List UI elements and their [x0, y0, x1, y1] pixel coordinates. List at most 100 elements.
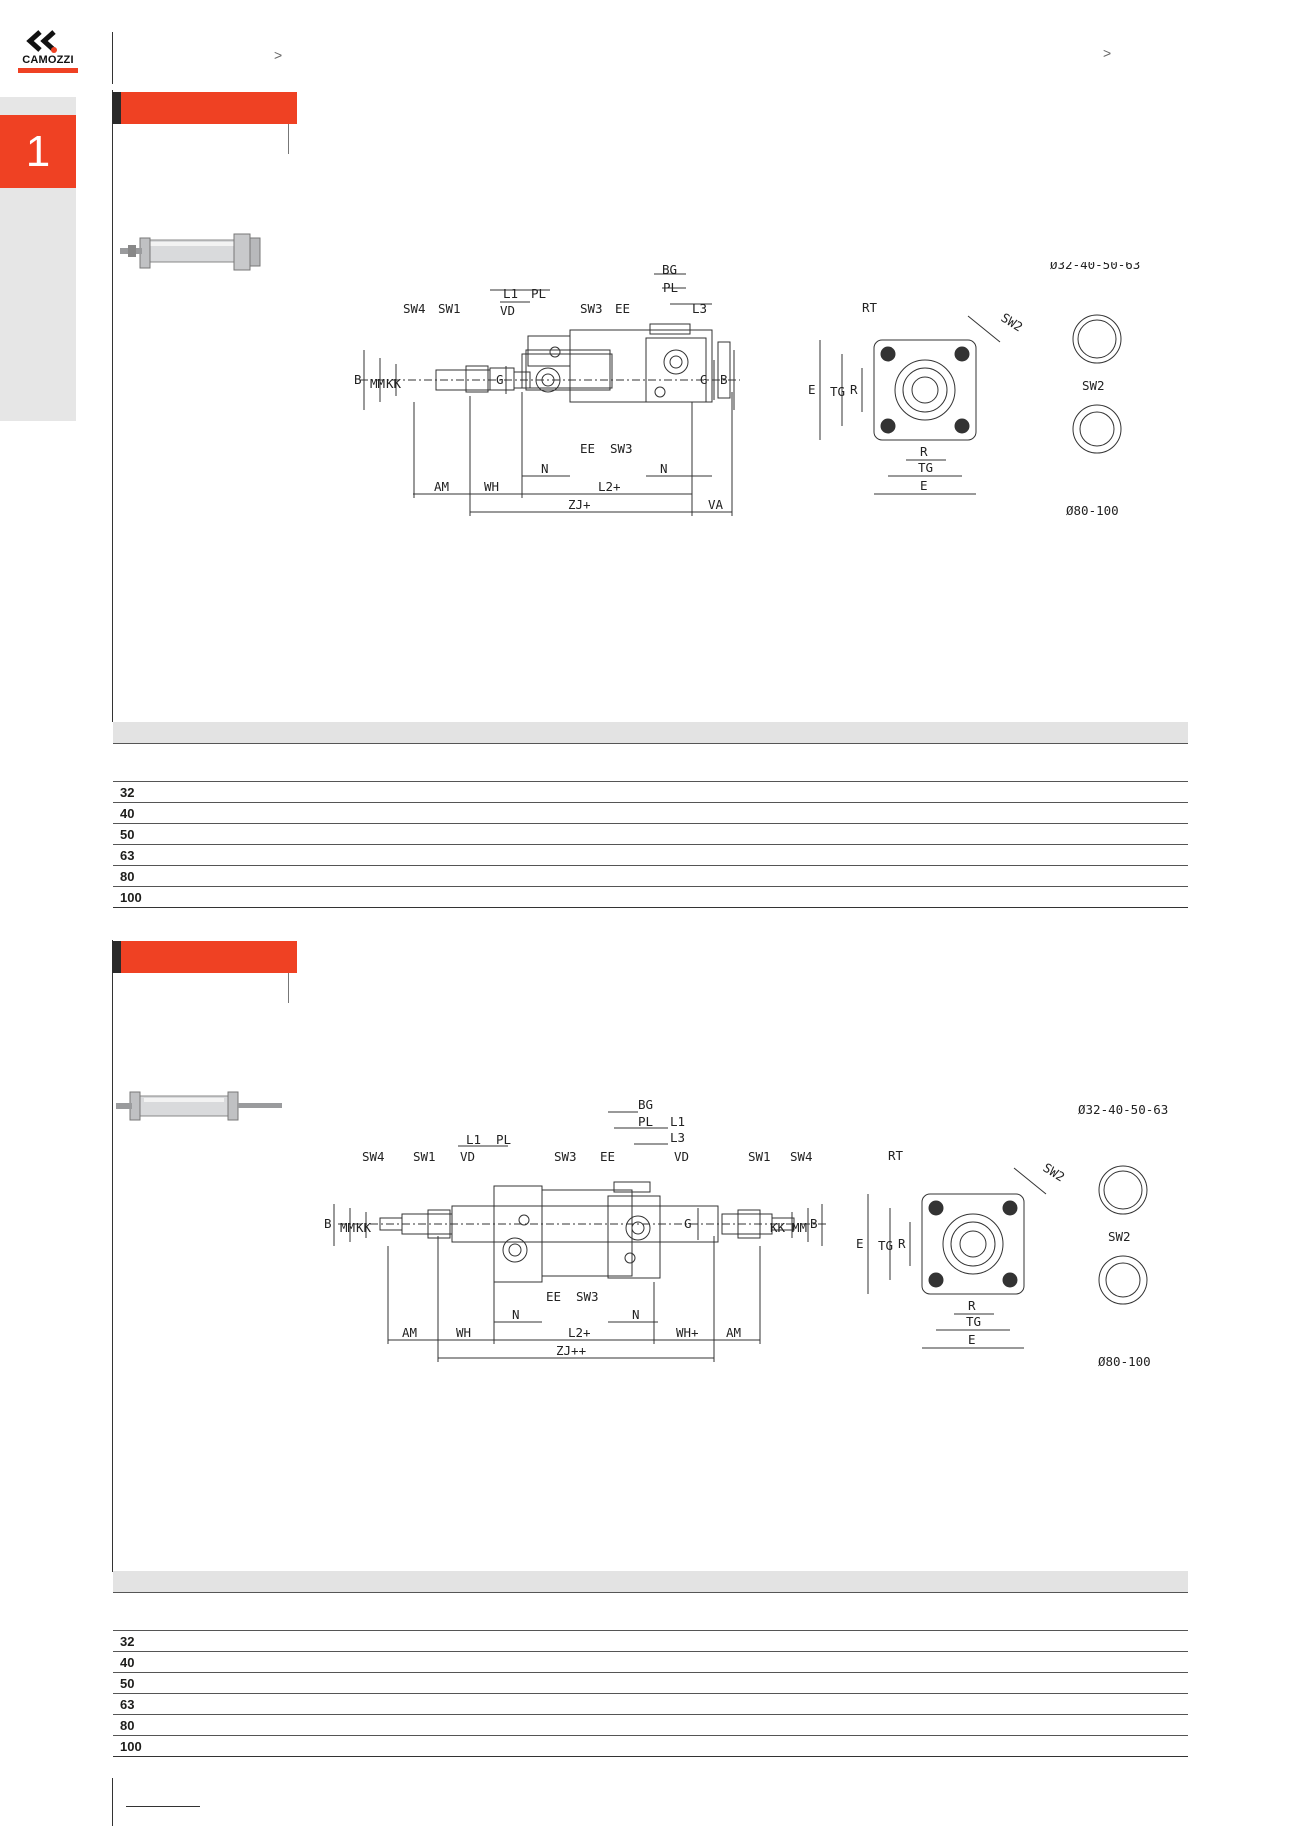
dim-label-g2: G: [700, 372, 708, 387]
dim-label-sw1b: SW1: [748, 1149, 771, 1164]
dim-label-b2: B: [810, 1216, 818, 1231]
dim-label-vd: VD: [460, 1149, 475, 1164]
dim-label-kk: KK: [386, 376, 402, 391]
dim-label-pl2: PL: [638, 1114, 653, 1129]
dim-label-mm: MM: [370, 376, 385, 391]
dim-label-sw4: SW4: [403, 301, 426, 316]
cylinder-photo-2: [116, 1091, 282, 1121]
dim-label-sw3b: SW3: [610, 441, 633, 456]
dim-label-sw2b: SW2: [1108, 1229, 1131, 1244]
table-row: 50: [113, 824, 1188, 845]
dim-label-am: AM: [434, 479, 449, 494]
dim-label-e: E: [808, 382, 816, 397]
section1-header-bar: [112, 92, 297, 124]
table-band: [113, 1571, 1188, 1592]
header-rule: [112, 32, 113, 84]
dim-label-wh2: WH+: [676, 1325, 699, 1340]
section2-header-tick: [288, 973, 289, 1003]
dim-label-g: G: [496, 372, 504, 387]
section1-header-tick: [288, 124, 289, 154]
dim-label-l3: L3: [670, 1130, 685, 1145]
dim-label-zj: ZJ+: [568, 497, 591, 512]
dim-label-mm: MM: [340, 1220, 355, 1235]
dim-label-zj: ZJ++: [556, 1343, 586, 1358]
footer-line: [126, 1806, 200, 1807]
section2-dimension-drawing: SW4 SW1 L1 PL VD SW3 EE BG PL L1 L3 VD S…: [324, 1097, 1168, 1369]
dim-label-b: B: [354, 372, 362, 387]
dim-label-ee: EE: [600, 1149, 615, 1164]
breadcrumb-arrow-left[interactable]: >: [274, 47, 283, 63]
dim-label-e2: E: [920, 478, 928, 493]
dim-label-pl: PL: [531, 286, 546, 301]
section2-header-bar: [112, 941, 297, 973]
dim-label-b2: B: [720, 372, 728, 387]
logo-mark-icon: [26, 30, 57, 53]
dim-label-e2: E: [968, 1332, 976, 1347]
dim-label-dia-large: Ø80-100: [1066, 503, 1119, 518]
table-row: 100: [113, 887, 1188, 908]
table-row: 80: [113, 866, 1188, 887]
dim-label-tg2: TG: [918, 460, 933, 475]
table-band: [113, 722, 1188, 743]
dim-label-am2: AM: [726, 1325, 741, 1340]
dim-label-sw2b: SW2: [1082, 378, 1105, 393]
dim-label-sw3: SW3: [554, 1149, 577, 1164]
dim-label-tg: TG: [830, 384, 845, 399]
dim-label-wh: WH: [456, 1325, 471, 1340]
dim-label-dia-small: Ø32-40-50-63: [1078, 1102, 1168, 1117]
dim-label-rt: RT: [862, 300, 878, 315]
dim-label-wh: WH: [484, 479, 499, 494]
dim-label-sw3b: SW3: [576, 1289, 599, 1304]
dim-label-dia-large: Ø80-100: [1098, 1354, 1151, 1369]
dim-label-b: B: [324, 1216, 332, 1231]
brand-name: CAMOZZI: [22, 54, 74, 66]
table-header: [113, 1592, 1188, 1631]
dim-label-e: E: [856, 1236, 864, 1251]
dim-label-r2: R: [920, 444, 928, 459]
dim-label-tg2: TG: [966, 1314, 981, 1329]
table-row: 80: [113, 1715, 1188, 1736]
footer-rule: [112, 1778, 113, 1826]
breadcrumb-arrow-right[interactable]: >: [1103, 45, 1112, 61]
dim-label-kk2: KK: [770, 1220, 786, 1235]
dim-label-r: R: [898, 1236, 906, 1251]
dim-label-sw1: SW1: [413, 1149, 436, 1164]
cylinder-photo-1: [120, 233, 261, 271]
dim-label-l1: L1: [466, 1132, 481, 1147]
chapter-tab[interactable]: 1: [0, 115, 76, 188]
dim-label-ee2: EE: [580, 441, 595, 456]
table-row: 63: [113, 1694, 1188, 1715]
table-row: 50: [113, 1673, 1188, 1694]
dim-label-sw4: SW4: [362, 1149, 385, 1164]
dim-label-vd: VD: [500, 303, 515, 318]
dim-label-n2: N: [660, 461, 668, 476]
table-row: 40: [113, 1652, 1188, 1673]
table-row: 40: [113, 803, 1188, 824]
dim-label-r: R: [850, 382, 858, 397]
section1-dimension-drawing: SW4 SW1 L1 PL VD SW3 EE BG PL L3 B MM KK…: [354, 262, 1140, 518]
dim-label-l1: L1: [503, 286, 518, 301]
dim-label-l1b: L1: [670, 1114, 685, 1129]
dim-label-bg: BG: [638, 1097, 653, 1112]
section2-dimension-table: 32 40 50 63 80 100: [113, 1571, 1188, 1757]
dim-label-tg: TG: [878, 1238, 893, 1253]
table-row: 100: [113, 1736, 1188, 1757]
dim-label-l3: L3: [692, 301, 707, 316]
table-row: 32: [113, 782, 1188, 803]
dim-label-ee2: EE: [546, 1289, 561, 1304]
dim-label-r2: R: [968, 1298, 976, 1313]
dim-label-bg: BG: [662, 262, 677, 277]
table-row: 32: [113, 1631, 1188, 1652]
dim-label-ee: EE: [615, 301, 630, 316]
dim-label-n: N: [512, 1307, 520, 1322]
dim-label-g: G: [684, 1216, 692, 1231]
dim-label-sw1: SW1: [438, 301, 461, 316]
dim-label-n: N: [541, 461, 549, 476]
dim-label-kk: KK: [356, 1220, 372, 1235]
section1-dimension-table: 32 40 50 63 80 100: [113, 722, 1188, 908]
dim-label-am: AM: [402, 1325, 417, 1340]
dim-label-dia-small: Ø32-40-50-63: [1050, 262, 1140, 272]
table-header: [113, 743, 1188, 782]
dim-label-l2: L2+: [568, 1325, 591, 1340]
dim-label-sw2: SW2: [998, 310, 1025, 335]
